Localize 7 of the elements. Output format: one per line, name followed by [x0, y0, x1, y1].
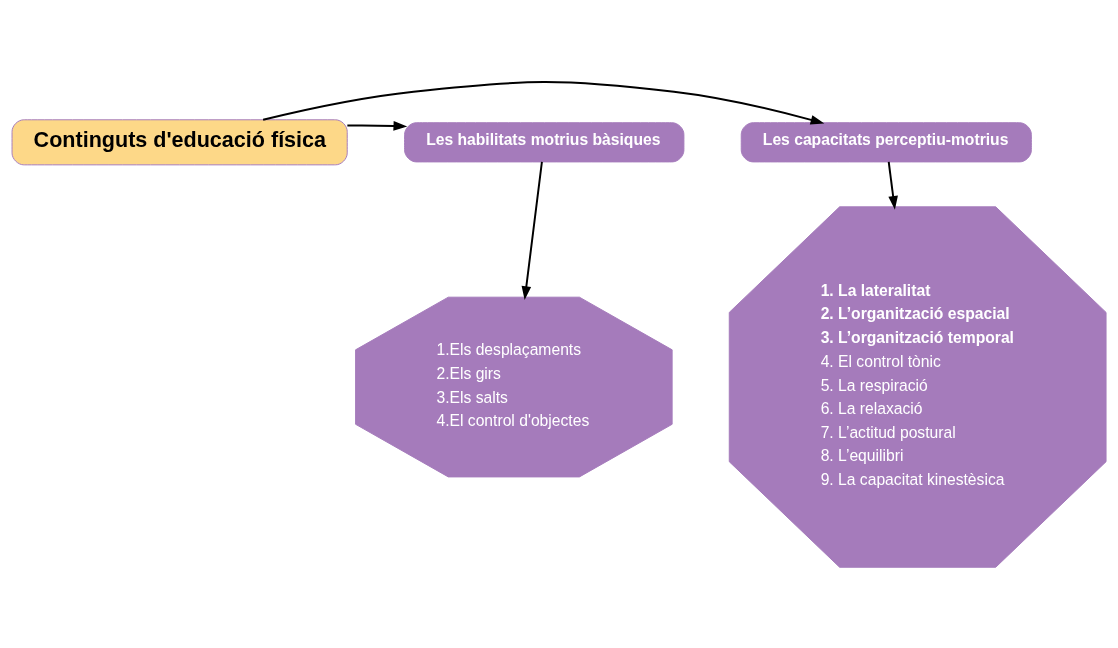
node-box: Les capacitats perceptiu-motrius — [740, 121, 1032, 162]
node-box: Les habilitats motrius bàsiques — [404, 121, 685, 162]
arrow — [346, 120, 408, 131]
arrow — [262, 80, 825, 124]
node-box: Continguts d'educació física — [11, 118, 348, 165]
arrow — [887, 160, 898, 210]
arrow — [521, 160, 543, 300]
